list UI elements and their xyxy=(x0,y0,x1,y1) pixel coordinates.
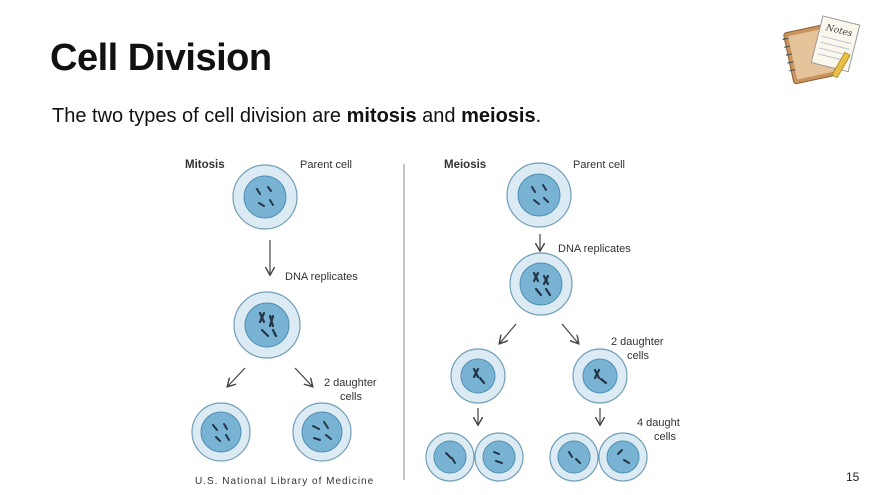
cell-division-diagram: Mitosis Parent cell DNA replicates 2 dau… xyxy=(185,159,680,487)
mitosis-replicate-label: DNA replicates xyxy=(285,271,358,283)
meiosis-parent-cell xyxy=(506,162,572,228)
subtitle-mid: and xyxy=(416,105,462,127)
meiosis-parent-label: Parent cell xyxy=(573,159,625,171)
subtitle-term-meiosis: meiosis xyxy=(461,105,536,127)
subtitle-term-mitosis: mitosis xyxy=(346,105,417,127)
mitosis-parent-cell xyxy=(232,164,298,230)
mitosis-replicated-cell xyxy=(233,291,301,359)
page-number: 15 xyxy=(846,470,860,484)
meiosis-heading: Meiosis xyxy=(444,159,486,171)
meiosis-replicated-cell xyxy=(509,252,573,316)
mitosis-heading: Mitosis xyxy=(185,159,225,171)
meiosis-replicate-label: DNA replicates xyxy=(558,243,631,255)
subtitle-prefix: The two types of cell division are xyxy=(52,105,347,127)
slide-subtitle: The two types of cell division are mitos… xyxy=(52,104,541,128)
meiosis-4-daughter-label-1: 4 daughter xyxy=(637,417,680,429)
meiosis-granddaughter-cell xyxy=(598,432,648,482)
meiosis-granddaughter-cell xyxy=(425,432,475,482)
mitosis-daughter-cell xyxy=(292,402,352,462)
mitosis-daughter-cell xyxy=(191,402,251,462)
notes-icon: Notes xyxy=(782,15,861,84)
subtitle-suffix: . xyxy=(535,105,542,127)
meiosis-daughter-cell xyxy=(572,348,628,404)
meiosis-arrow-left xyxy=(500,323,517,343)
meiosis-2-daughter-label-1: 2 daughter xyxy=(611,336,664,348)
slide-title: Cell Division xyxy=(50,37,272,79)
meiosis-2-daughter-label-2: cells xyxy=(627,350,650,362)
mitosis-arrow-right xyxy=(294,367,312,386)
meiosis-granddaughter-cell xyxy=(474,432,524,482)
meiosis-arrow-right xyxy=(561,323,578,343)
meiosis-daughter-cell xyxy=(450,348,506,404)
mitosis-daughter-label-2: cells xyxy=(340,391,363,403)
mitosis-daughter-label-1: 2 daughter xyxy=(324,377,377,389)
mitosis-arrow-left xyxy=(228,367,246,386)
mitosis-parent-label: Parent cell xyxy=(300,159,352,171)
image-credit: U.S. National Library of Medicine xyxy=(195,476,374,487)
meiosis-granddaughter-cell xyxy=(549,432,599,482)
meiosis-4-daughter-label-2: cells xyxy=(654,431,677,443)
